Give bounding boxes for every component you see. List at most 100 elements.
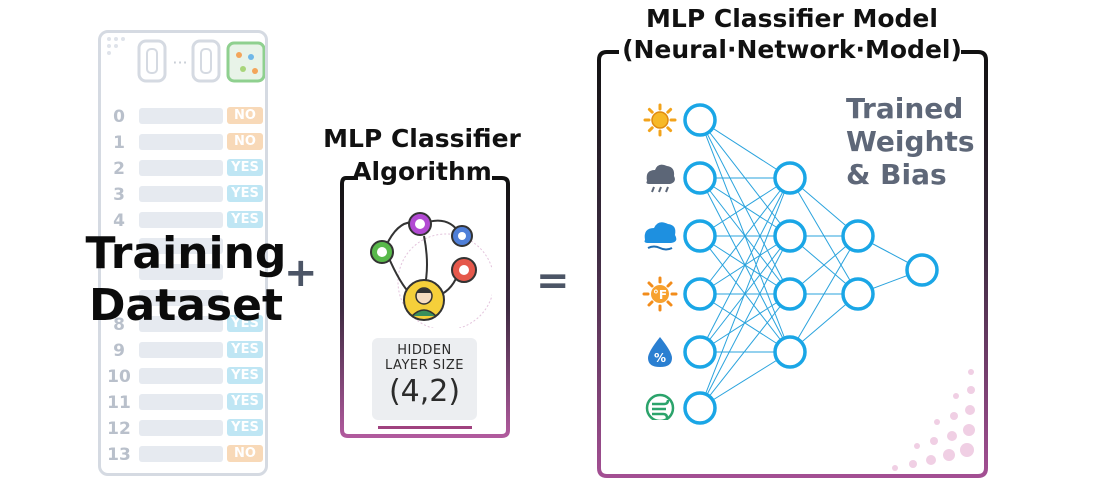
title-line: Dataset [88,280,283,331]
label-line: & Bias [846,158,947,191]
row-features [139,238,223,254]
row-index: 12 [107,419,131,439]
svg-text:%: % [654,351,666,365]
row-label-badge: NO [227,445,263,462]
network-node [773,219,807,253]
column-last-icon [191,39,221,83]
label-line: Weights [846,125,975,158]
row-label-badge: NO [227,133,263,150]
row-label-badge: NO [227,107,263,124]
row-label-badge: YES [227,341,263,358]
dots-pattern [107,37,125,55]
hidden-layer-size-box: HIDDEN LAYER SIZE (4,2) [372,338,477,420]
network-edge [699,235,791,409]
row-features [139,186,223,202]
row-index: 8 [113,315,125,335]
row-features [139,394,223,410]
title-line: (Neural·Network·Model) [622,35,962,64]
column-first-icon [137,39,167,83]
row-label-badge: YES [227,367,263,384]
network-graph-icon [370,212,492,328]
model-title: MLP Classifier Model (Neural·Network·Mod… [596,3,988,65]
label-line: Trained [846,92,964,125]
input-features: °F % [642,103,678,420]
equals-operator: = [536,258,570,304]
row-features [139,212,223,228]
storm-cloud-icon [644,222,677,251]
row-features [139,316,223,332]
network-edge [699,177,791,353]
label-column-icon [226,41,265,83]
row-features [139,134,223,150]
row-features [139,342,223,358]
title-line: Algorithm [352,157,492,186]
trained-weights-label: Trained Weights & Bias [846,92,976,191]
label-line: LAYER SIZE [385,358,464,373]
network-node [683,103,717,137]
network-edge [699,177,791,237]
column-ellipsis: ··· [172,53,188,72]
row-index: 9 [113,341,125,361]
row-features [139,290,223,306]
row-features [139,160,223,176]
network-node [683,277,717,311]
row-features [139,446,223,462]
title-line: MLP Classifier [323,124,521,153]
network-edge [699,351,791,409]
label-line: HIDDEN [397,343,452,358]
network-node [773,277,807,311]
row-index: 11 [107,393,131,413]
algorithm-frame [340,176,510,438]
title-line: Training [85,228,287,279]
humidity-icon: % [648,337,672,367]
row-label-badge: YES [227,315,263,332]
network-node [683,391,717,425]
network-edge [699,177,791,295]
network-node [841,277,875,311]
row-index: 1 [113,133,125,153]
row-label-badge: YES [227,211,263,228]
hidden-layer-size-value: (4,2) [388,374,461,409]
row-index: 13 [107,445,131,465]
hidden-layer-size-label: HIDDEN LAYER SIZE [372,343,477,373]
row-index: 10 [107,367,131,387]
network-node [773,335,807,369]
network-node [773,161,807,195]
sun-icon [643,103,677,137]
row-index: 3 [113,185,125,205]
training-dataset-title: Training Dataset [60,228,312,332]
algorithm-title: MLP Classifier Algorithm [313,122,531,188]
row-features [139,420,223,436]
neural-network-diagram [683,103,939,425]
network-nodes [683,103,939,425]
network-edge [699,177,791,409]
dataset-header [107,37,265,83]
row-features [139,108,223,124]
divider [378,426,472,429]
network-node [683,335,717,369]
row-features [139,368,223,384]
wind-icon [645,393,675,420]
row-index: 4 [113,211,125,231]
svg-text:°F: °F [653,288,667,302]
title-line: MLP Classifier Model [646,4,938,33]
dots-pattern [892,369,975,471]
plus-operator: + [284,250,318,296]
row-label-badge: YES [227,419,263,436]
row-label-badge: YES [227,159,263,176]
network-node [683,219,717,253]
row-label-badge: YES [227,393,263,410]
temperature-icon: °F [642,276,678,312]
network-edge [699,119,791,179]
row-features [139,264,223,280]
model-frame [597,50,988,478]
row-label-badge: YES [227,185,263,202]
row-index: 2 [113,159,125,179]
network-node [683,161,717,195]
network-edge [699,293,791,409]
network-node [841,219,875,253]
rain-cloud-icon [646,164,675,193]
network-node [905,253,939,287]
row-index: 0 [113,107,125,127]
